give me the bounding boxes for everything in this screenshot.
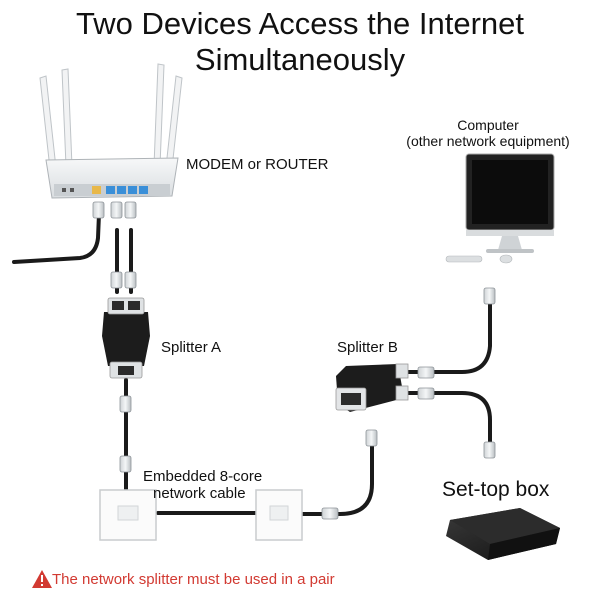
warning-text: The network splitter must be used in a p…	[52, 571, 335, 588]
warning-triangle-icon	[32, 570, 52, 588]
router-antennas	[39, 63, 183, 170]
wall-plate-left	[99, 489, 157, 541]
splitter-b	[335, 363, 409, 412]
wall-plate-right	[255, 489, 303, 541]
lan-port	[106, 186, 115, 194]
embedded-cable-sublabel: network cable	[153, 485, 246, 502]
router	[39, 63, 183, 199]
title-line-2: Simultaneously	[194, 42, 406, 77]
computer-label: Computer	[457, 117, 519, 133]
embedded-cable-label: Embedded 8-core	[143, 468, 263, 485]
lan-port	[139, 186, 148, 194]
computer-sublabel: (other network equipment)	[406, 133, 570, 149]
wan-port	[92, 186, 101, 194]
rj45-plugs	[92, 201, 496, 520]
splitter-b-label: Splitter B	[337, 339, 398, 356]
splitter-a-label: Splitter A	[161, 339, 222, 356]
splitter-a	[102, 297, 150, 379]
computer	[445, 153, 555, 264]
modem-label: MODEM or ROUTER	[186, 156, 329, 173]
lan-port	[128, 186, 137, 194]
title-line-1: Two Devices Access the Internet	[76, 6, 524, 41]
lan-port	[117, 186, 126, 194]
set-top-box-label: Set-top box	[442, 478, 550, 501]
set-top-box	[446, 508, 560, 560]
